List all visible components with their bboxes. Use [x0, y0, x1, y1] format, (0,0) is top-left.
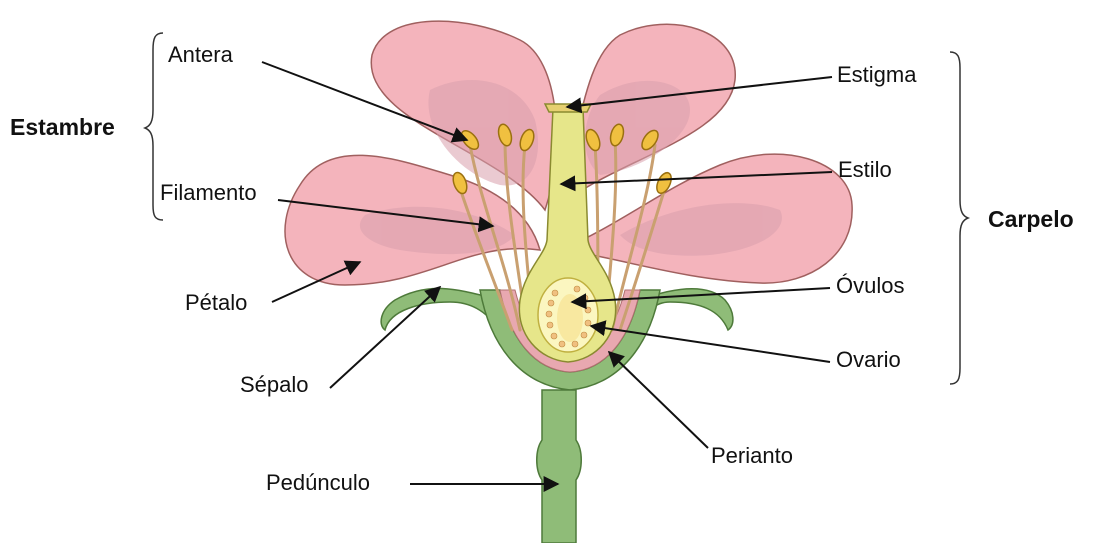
carpelo-brace	[950, 52, 968, 384]
stem	[537, 390, 582, 543]
ovario-label: Ovario	[836, 347, 901, 372]
perianto-arrow	[609, 352, 708, 448]
carpelo-group-label: Carpelo	[988, 206, 1074, 232]
sepalo-label: Sépalo	[240, 372, 309, 397]
filamento-label: Filamento	[160, 180, 257, 205]
estigma-label: Estigma	[837, 62, 917, 87]
pedunculo-label: Pedúnculo	[266, 470, 370, 495]
ovulos-label: Óvulos	[836, 273, 904, 298]
sepalo-arrow	[330, 287, 440, 388]
antera-label: Antera	[168, 42, 234, 67]
estambre-group-label: Estambre	[10, 114, 115, 140]
estilo-label: Estilo	[838, 157, 892, 182]
petalo-label: Pétalo	[185, 290, 247, 315]
perianto-label: Perianto	[711, 443, 793, 468]
